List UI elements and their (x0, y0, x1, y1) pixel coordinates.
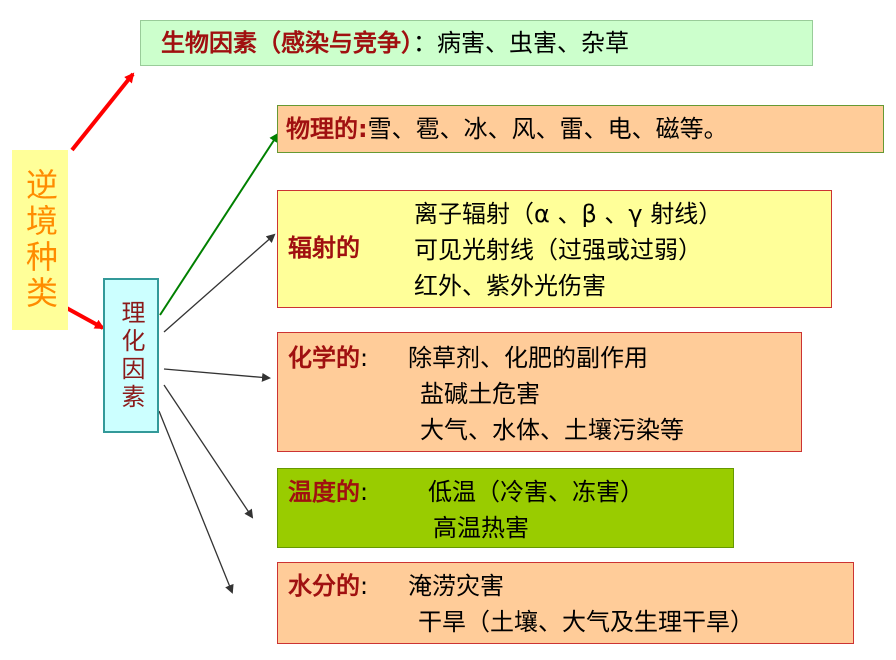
chemical-separator: : (360, 344, 369, 372)
arrow-hub-to-chemical (163, 368, 271, 382)
hub-node: 理化因素 (103, 278, 159, 433)
water-item-2: 干旱（土壤、大气及生理干旱） (418, 608, 754, 636)
biotic-label: 生物因素（感染与竞争） (161, 29, 413, 57)
chemical-item-1: 除草剂、化肥的副作用 (408, 344, 648, 372)
temperature-separator: : (360, 478, 369, 506)
physical-items: 雪、雹、冰、风、雷、电、磁等。 (367, 115, 728, 143)
arrow-hub-to-temperature (163, 384, 254, 519)
water-box: 水分的: 淹涝灾害 干旱（土壤、大气及生理干旱） (277, 562, 854, 644)
physical-separator: : (358, 115, 368, 143)
water-label: 水分的 (288, 572, 360, 600)
arrow-hub-to-physical (159, 132, 280, 316)
biotic-box: 生物因素（感染与竞争）：病害、虫害、杂草 (140, 20, 813, 66)
temperature-item-1: 低温（冷害、冻害） (428, 478, 644, 506)
hub-node-text: 理化因素 (117, 299, 145, 412)
temperature-label: 温度的 (288, 478, 360, 506)
temperature-box: 温度的: 低温（冷害、冻害） 高温热害 (277, 468, 734, 548)
water-separator: : (360, 572, 369, 600)
chemical-box: 化学的: 除草剂、化肥的副作用 盐碱土危害 大气、水体、土壤污染等 (277, 332, 802, 452)
arrow-hub-to-water (158, 410, 234, 594)
arrow-hub-to-radiation (163, 233, 276, 333)
temperature-item-2: 高温热害 (433, 514, 529, 542)
radiation-box: 辐射的 离子辐射（α 、β 、γ 射线） 可见光射线（过强或过弱） 红外、紫外光… (277, 190, 832, 308)
biotic-separator: ： (413, 29, 437, 57)
arrow-root-to-biotic (70, 72, 135, 152)
physical-label: 物理的 (286, 115, 358, 143)
chemical-label: 化学的 (288, 344, 360, 372)
root-node-text: 逆境种类 (21, 168, 59, 312)
physical-box: 物理的:雪、雹、冰、风、雷、电、磁等。 (277, 105, 884, 153)
chemical-item-2: 盐碱土危害 (420, 380, 540, 408)
radiation-item-3: 红外、紫外光伤害 (414, 272, 606, 300)
water-item-1: 淹涝灾害 (408, 572, 504, 600)
biotic-items: 病害、虫害、杂草 (437, 29, 629, 57)
radiation-item-2: 可见光射线（过强或过弱） (414, 236, 702, 264)
radiation-item-1: 离子辐射（α 、β 、γ 射线） (414, 200, 723, 228)
root-node: 逆境种类 (12, 150, 68, 330)
radiation-label: 辐射的 (288, 234, 360, 262)
chemical-item-3: 大气、水体、土壤污染等 (420, 416, 684, 444)
